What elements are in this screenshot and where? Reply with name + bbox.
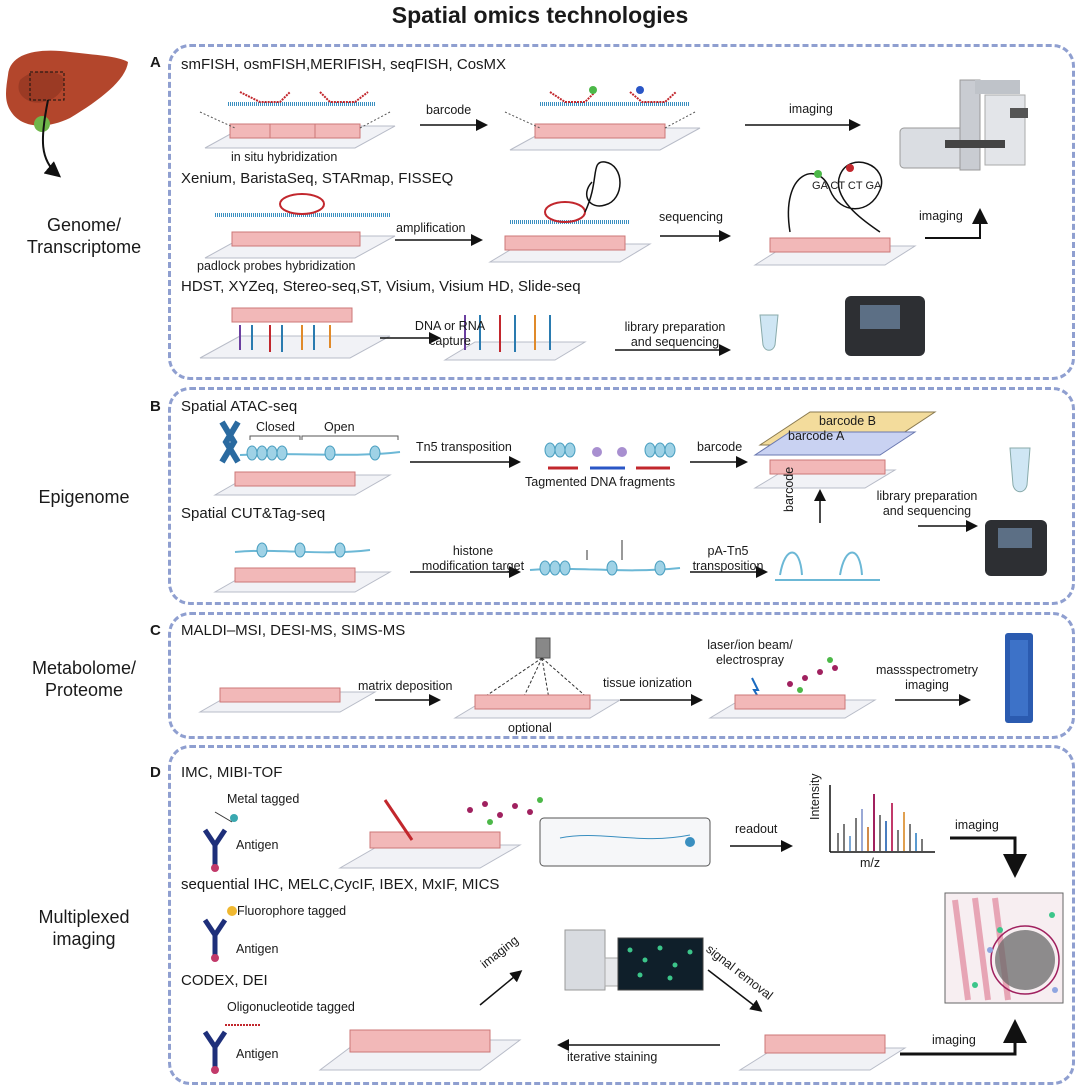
label-oligo: Oligonucleotide tagged [227, 1000, 355, 1014]
d3-slide-2 [738, 1034, 907, 1071]
label-imaging-d3: imaging [932, 1033, 976, 1047]
label-barcode-b1: barcode [697, 440, 743, 454]
label-readout: readout [735, 822, 778, 836]
page-title: Spatial omics technologies [391, 2, 689, 28]
a2-slide-1 [204, 193, 396, 259]
label-tissue-ion: tissue ionization [603, 676, 692, 690]
a1-dna-probes-1 [228, 91, 375, 106]
d1-slide [338, 797, 543, 869]
c-slide-2 [453, 637, 622, 719]
label-tagmented: Tagmented DNA fragments [525, 475, 676, 489]
panel-a [168, 44, 1075, 380]
label-sequencing: sequencing [659, 210, 723, 224]
tube-icon-a [759, 314, 779, 351]
c-slide-3 [708, 657, 877, 719]
label-amplification: amplification [396, 221, 466, 235]
tech-row-a1: smFISH, osmFISH,MERIFISH, seqFISH, CosMX [181, 56, 507, 73]
label-antigen-1: Antigen [236, 838, 279, 852]
label-closed: Closed [256, 420, 295, 434]
side-label-genome: Genome/Transcriptome [26, 215, 142, 257]
fluorescence-microscope-icon [564, 929, 704, 991]
panel-b-letter: B [150, 398, 161, 415]
label-open: Open [324, 420, 355, 434]
label-metal: Metal tagged [227, 792, 300, 806]
tech-row-a3: HDST, XYZeq, Stereo-seq,ST, Visium, Visi… [181, 278, 581, 295]
side-label-epigenome: Epigenome [38, 487, 130, 507]
label-intensity: Intensity [808, 773, 822, 820]
label-optional: optional [508, 721, 552, 735]
label-laser: laser/ion beam/electrospray [707, 638, 793, 667]
microscope-icon [899, 79, 1028, 171]
panel-b [168, 387, 1075, 605]
label-mz: m/z [860, 856, 881, 870]
barcode-plates [753, 411, 937, 489]
label-iterative: iterative staining [567, 1050, 658, 1064]
side-label-metabolome: Metabolome/Proteome [31, 658, 137, 700]
panel-d [168, 745, 1075, 1085]
label-imaging-a2: imaging [919, 209, 963, 223]
label-fluor: Fluorophore tagged [237, 904, 347, 918]
a3-slide-2 [443, 315, 587, 361]
antibody-fluor [202, 906, 237, 962]
b1-slide [213, 471, 392, 496]
panel-c [168, 612, 1075, 739]
tube-icon-b [1009, 447, 1031, 493]
label-tn5: Tn5 transposition [416, 440, 512, 454]
label-padlock: padlock probes hybridization [197, 259, 356, 273]
label-matrix: matrix deposition [358, 679, 453, 693]
antibody-oligo [202, 1024, 260, 1074]
label-antigen-3: Antigen [236, 1047, 279, 1061]
label-bases: GA CT CT GA [812, 180, 882, 192]
label-barcode-a2: barcode A [788, 429, 845, 443]
multiplexed-image [944, 892, 1064, 1004]
b1-chromatin [239, 435, 401, 461]
mass-spectrum-chart [829, 785, 935, 853]
a3-slide-1 [199, 307, 391, 359]
a1-slide-2 [504, 86, 701, 151]
panel-a-letter: A [150, 54, 161, 71]
tech-row-d1: IMC, MIBI-TOF [181, 764, 283, 781]
liver-icon [6, 50, 128, 178]
tech-row-c: MALDI–MSI, DESI-MS, SIMS-MS [181, 622, 406, 639]
d3-slide-1 [318, 1029, 522, 1071]
antibody-metal [202, 811, 238, 872]
chromosome-icon [219, 420, 241, 464]
label-barcode-a: barcode [426, 103, 472, 117]
label-barcode-b: barcode B [819, 414, 876, 428]
tech-row-d2: sequential IHC, MELC,CycIF, IBEX, MxIF, … [181, 876, 500, 893]
panel-d-letter: D [150, 764, 161, 781]
tech-row-d3: CODEX, DEI [181, 972, 268, 989]
label-imaging-a1: imaging [789, 102, 833, 116]
b2-slide [213, 542, 392, 593]
sequencer-icon-a [845, 296, 925, 356]
a2-slide-2 [488, 161, 652, 263]
flow-chamber [539, 817, 711, 867]
sequencer-icon-b [985, 520, 1047, 576]
label-in-situ: in situ hybridization [231, 150, 338, 164]
tech-row-a2: Xenium, BaristaSeq, STARmap, FISSEQ [181, 170, 454, 187]
c-slide-1 [198, 687, 377, 713]
b2-loops [775, 551, 880, 581]
label-barcode-vertical: barcode [782, 466, 796, 512]
mass-spectrometer-icon [1005, 633, 1033, 723]
b2-histone [529, 540, 681, 576]
a1-slide-1 [199, 111, 396, 149]
tech-row-b1: Spatial ATAC-seq [181, 398, 298, 415]
tagmented-fragments [544, 442, 676, 470]
tech-row-b2: Spatial CUT&Tag-seq [181, 505, 326, 522]
label-antigen-2: Antigen [236, 942, 279, 956]
a2-slide-3 [753, 161, 917, 266]
label-imaging-d1: imaging [955, 818, 999, 832]
panel-c-letter: C [150, 622, 161, 639]
